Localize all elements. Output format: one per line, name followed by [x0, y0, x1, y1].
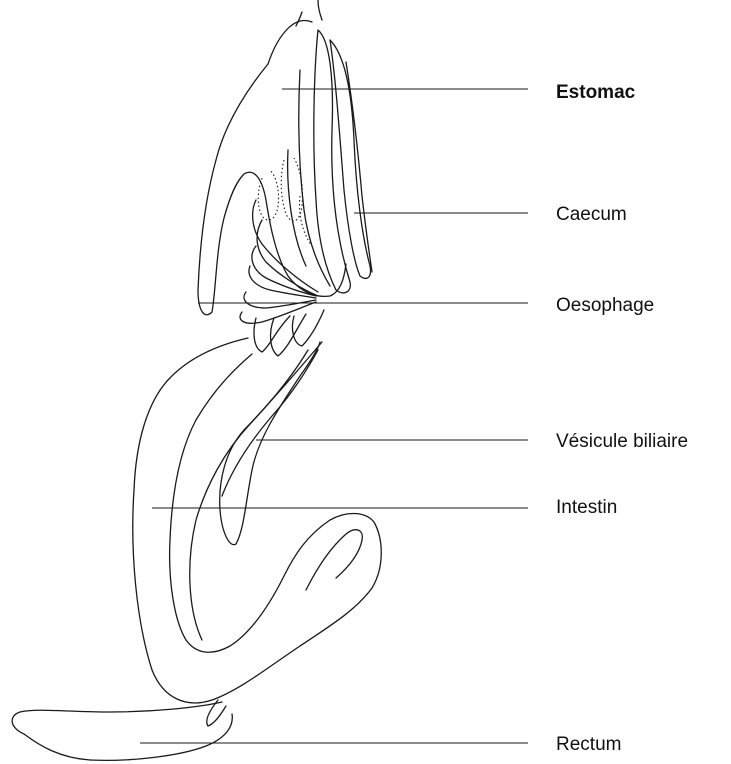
oesophagus-tube [296, 0, 322, 26]
caecum-fold-2 [330, 40, 371, 278]
label-rectum: Rectum [556, 735, 621, 754]
label-vesicule-biliaire: Vésicule biliaire [556, 432, 688, 451]
intestine-inner [190, 342, 322, 640]
intestine-lower-fold [306, 530, 362, 590]
label-estomac: Estomac [556, 83, 635, 102]
rectum-outline [12, 702, 232, 760]
hidden-caeca-2 [281, 158, 302, 221]
label-oesophage: Oesophage [556, 296, 654, 315]
intestine-outer [133, 338, 381, 703]
caeca-fan-2 [257, 220, 318, 296]
label-intestin: Intestin [556, 498, 617, 517]
caeca-fan-3 [252, 246, 316, 296]
stomach-outline [198, 21, 346, 315]
label-caecum: Caecum [556, 205, 627, 224]
